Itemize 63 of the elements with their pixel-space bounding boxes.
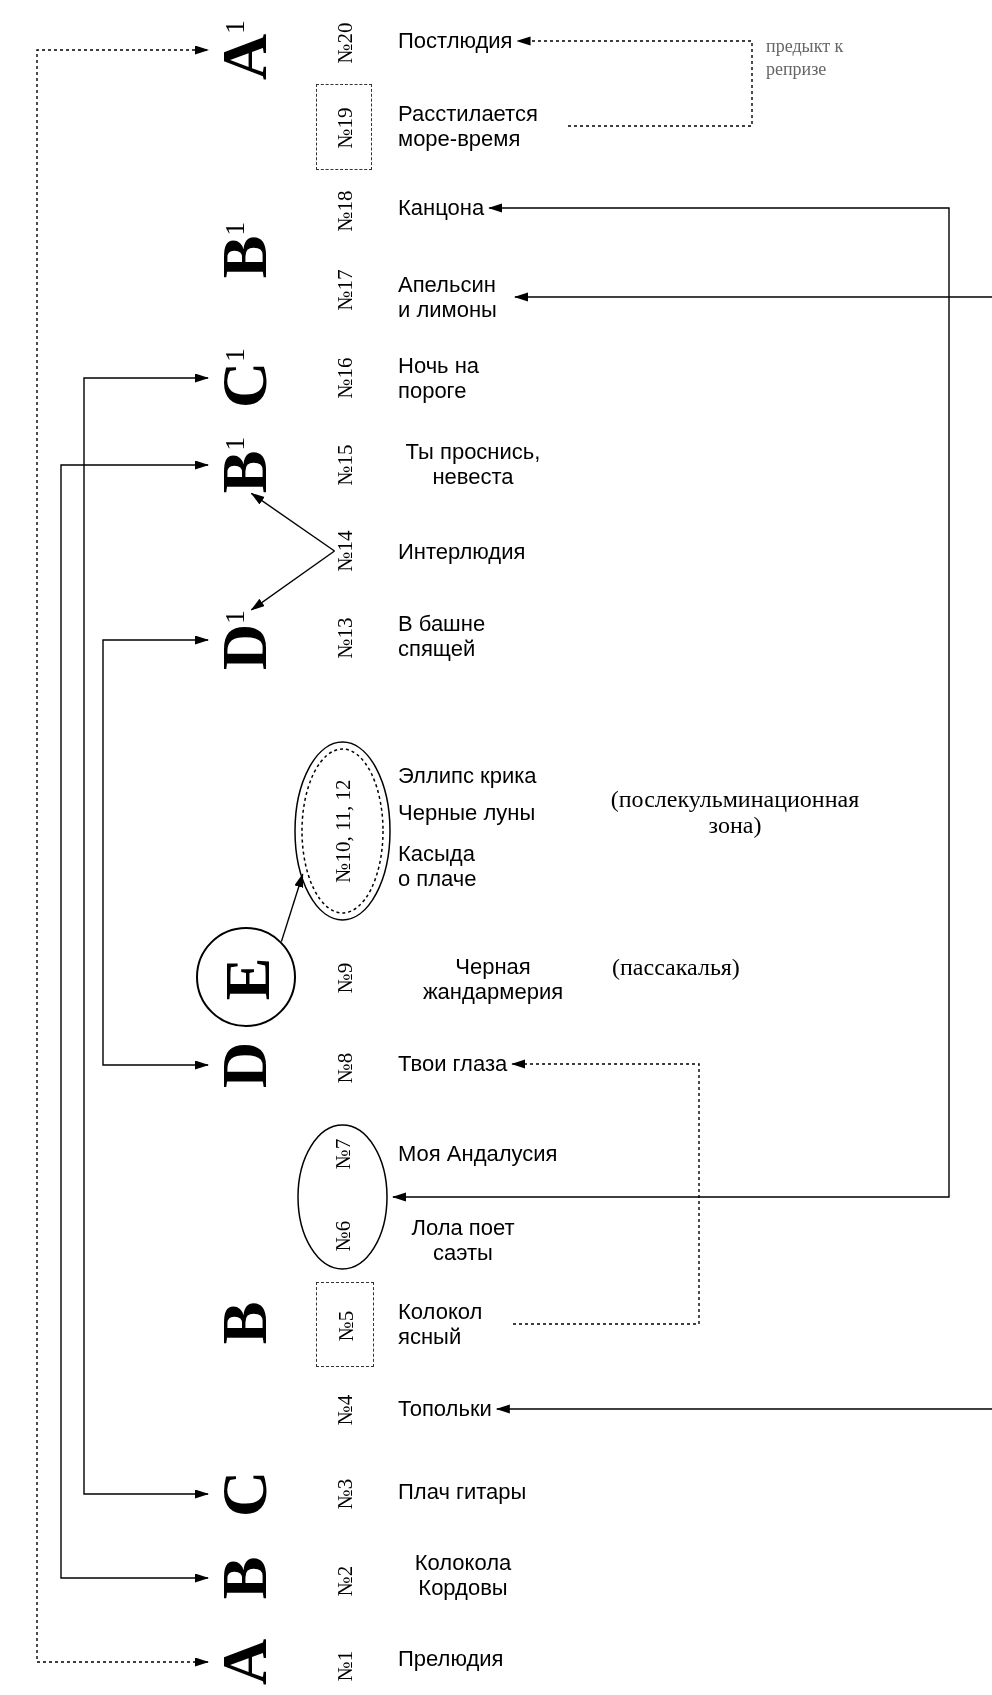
number-label: №14 [334,530,356,572]
number-label: №6 [332,1220,353,1252]
dotted-arrow [516,36,753,127]
arrow [250,492,336,552]
annotation-text: (послекульминационная зона) [609,785,861,839]
song-title: В башне спящей [398,610,487,662]
song-title: Колокол ясный [398,1298,508,1350]
number-label: №7 [332,1138,353,1170]
number-label: №4 [334,1394,356,1426]
number-label: №1 [334,1650,356,1682]
section-letter: E [216,957,280,1001]
annotation-text: (пассакалья) [612,953,740,981]
arrow [280,873,304,943]
number-ellipse [297,1124,388,1270]
dotted-arrow [511,1059,700,1325]
number-label: №3 [334,1478,356,1510]
song-title: Расстилается море-время [398,100,563,152]
song-title: Моя Андалусия [398,1141,558,1167]
song-title: Апельсин и лимоны [398,271,510,323]
arrow [83,373,209,1499]
song-title: Эллипс крика [398,763,537,789]
arrow [392,203,950,1202]
arrow [60,460,209,1583]
song-title: Твои глаза [398,1051,508,1077]
song-title: Интерлюдия [398,539,526,565]
number-label: №13 [334,617,356,659]
song-title: Колокола Кордовы [413,1549,513,1601]
song-title: Канцона [398,195,485,221]
song-title: Черные луны [398,800,536,826]
song-title: Черная жандармерия [421,953,565,1005]
section-letter: B [213,1301,277,1345]
arrow [514,292,992,302]
number-label: №19 [334,107,356,149]
section-letter: B [213,1556,277,1600]
letter-circle [196,927,296,1027]
arrow [495,1404,992,1414]
number-label: №2 [334,1565,356,1597]
song-title: Плач гитары [398,1479,527,1505]
song-title: Постлюдия [398,28,513,54]
number-box [316,1282,374,1367]
number-box [316,84,372,170]
number-label: №5 [335,1310,357,1341]
number-label: №8 [334,1052,356,1084]
dotted-arrow [36,45,209,1667]
number-label: №10, 11, 12 [332,779,353,883]
song-title: Топольки [398,1396,492,1422]
song-title: Ты проснись, невеста [404,438,542,490]
number-label: №17 [334,269,356,311]
number-label: №18 [334,190,356,232]
arrow [102,635,209,1070]
song-title: Прелюдия [398,1646,504,1672]
song-title: Ночь на пороге [398,352,481,404]
section-letter: A [213,1638,277,1686]
arrow [250,550,336,611]
number-label: №20 [334,22,356,64]
song-title: Касыда о плаче [398,840,478,892]
section-letter: C [213,1470,277,1518]
number-label: №9 [334,962,356,994]
number-label: №16 [334,357,356,399]
song-title: Лола поет саэты [410,1214,516,1266]
number-ellipse [294,741,391,921]
section-letter: D [213,1041,277,1089]
number-label: №15 [334,444,356,486]
